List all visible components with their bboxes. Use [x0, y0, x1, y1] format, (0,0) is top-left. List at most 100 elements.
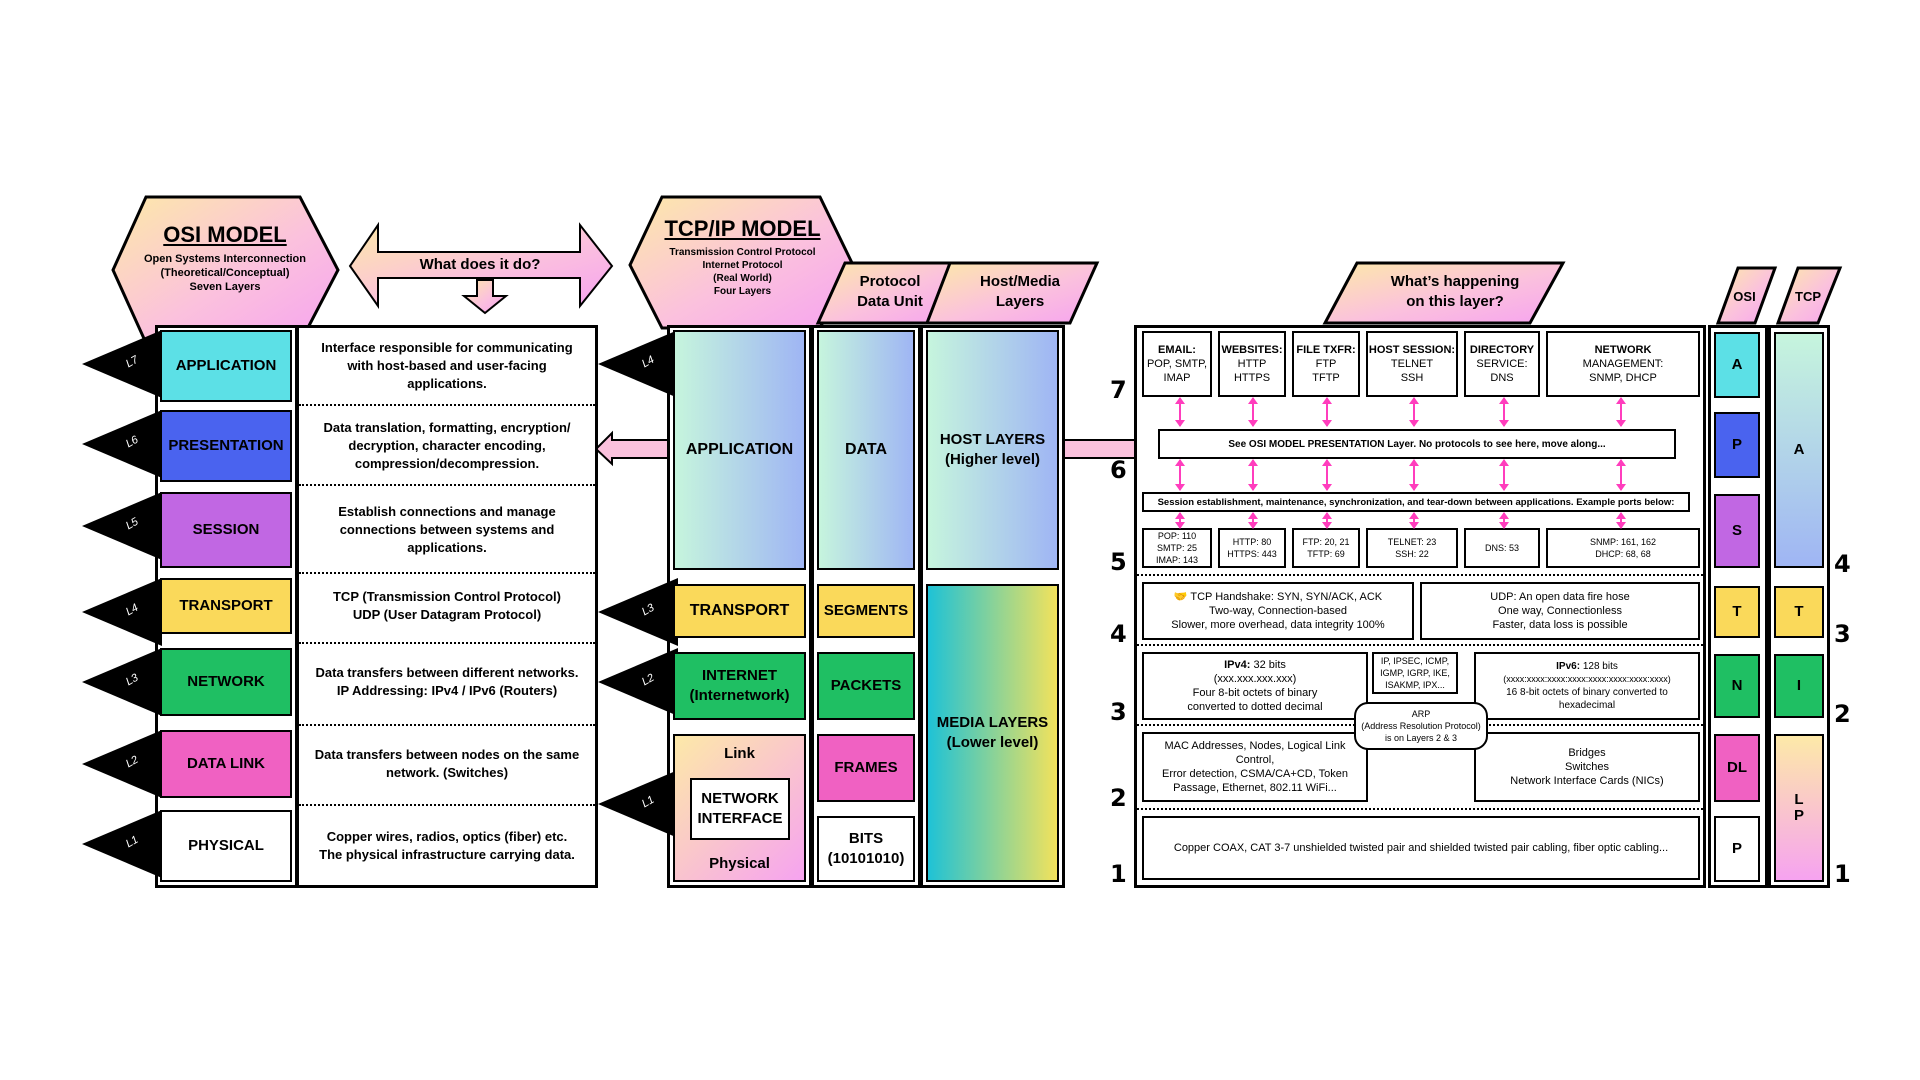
dl-right-line2: Switches: [1564, 761, 1610, 773]
physical-note-box: Copper COAX, CAT 3-7 unshielded twisted …: [1142, 816, 1700, 880]
port-line-3-1: SSH: 22: [1395, 549, 1429, 559]
osi-desc-2: Establish connections and manage connecti…: [300, 492, 594, 568]
layer-number-3: 3: [1110, 698, 1127, 726]
session-note: Session establishment, maintenance, sync…: [1142, 492, 1690, 512]
osi-desc-5-line-1: network. (Switches): [385, 765, 509, 780]
arrow-6b: [1616, 459, 1626, 491]
divider-2-1: [1137, 808, 1703, 810]
host-layers-line2: (Higher level): [944, 451, 1041, 468]
port-line-4-0: DNS: 53: [1484, 543, 1519, 553]
osi-desc-3-line-0: TCP (Transmission Control Protocol): [332, 589, 561, 604]
osi-desc-0-line-1: with host-based and user-facing: [347, 358, 547, 373]
link-top-label: Link: [724, 745, 755, 762]
ipv6-line3: hexadecimal: [1558, 700, 1616, 711]
port-line-5-0: SNMP: 161, 162: [1589, 537, 1657, 547]
divider-4-3: [1137, 644, 1703, 646]
osi-desc-6-line-0: Copper wires, radios, optics (fiber) etc…: [326, 829, 568, 844]
ipv4-line2: Four 8-bit octets of binary: [1192, 687, 1318, 699]
arrow-4c: [1409, 512, 1419, 529]
arp-line1: ARP: [1411, 709, 1431, 719]
osi-layer-presentation: PRESENTATION: [160, 410, 292, 482]
ipv6-box: IPv6: 128 bits (xxxx:xxxx:xxxx:xxxx:xxxx…: [1474, 652, 1700, 720]
osi-abbr-5: DL: [1714, 734, 1760, 802]
osi-desc-3: TCP (Transmission Control Protocol) UDP (…: [300, 578, 594, 634]
osi-desc-2-line-1: connections between systems and: [339, 522, 555, 537]
port-line-3-0: TELNET: 23: [1387, 537, 1437, 547]
net-mid-line1: IP, IPSEC, ICMP,: [1380, 656, 1450, 666]
app-protocol-title-0: EMAIL:: [1158, 344, 1196, 356]
layer-number-5: 5: [1110, 548, 1127, 576]
tcp-transport: TRANSPORT: [673, 584, 806, 638]
datalink-right-box: Bridges Switches Network Interface Cards…: [1474, 732, 1700, 802]
transport-udp-line3: Faster, data loss is possible: [1492, 619, 1628, 631]
app-protocol-line-1-0: HTTP: [1237, 358, 1267, 370]
osi-abbr-4: N: [1714, 654, 1760, 718]
tcp-abbr-application: A: [1774, 332, 1824, 568]
tcp-internet-line1: INTERNET: [702, 667, 777, 684]
osi-divider-5: [299, 804, 595, 806]
dl-left-line1: MAC Addresses, Nodes, Logical Link Contr…: [1164, 740, 1346, 766]
osi-desc-4: Data transfers between different network…: [300, 648, 594, 716]
tcp-sub-4: Four Layers: [713, 286, 772, 297]
tcp-internet: INTERNET (Internetwork): [673, 652, 806, 720]
ni-line2: INTERFACE: [697, 810, 783, 827]
osi-desc-6: Copper wires, radios, optics (fiber) etc…: [300, 810, 594, 882]
ipv4-title: IPv4:: [1224, 659, 1251, 671]
osi-sub-2: (Theoretical/Conceptual): [160, 267, 290, 279]
host-layers: HOST LAYERS (Higher level): [926, 330, 1059, 570]
network-protocols-box: IP, IPSEC, ICMP, IGMP, IGRP, IKE, ISAKMP…: [1372, 652, 1458, 694]
osi-desc-1-line-0: Data translation, formatting, encryption…: [323, 420, 571, 435]
osi-layer-data-link: DATA LINK: [160, 730, 292, 798]
port-box-4: DNS: 53: [1464, 528, 1540, 568]
osi-desc-column: [296, 325, 598, 888]
osi-desc-3-line-1: UDP (User Datagram Protocol): [352, 607, 542, 622]
transport-tcp-line2: Two-way, Connection-based: [1209, 605, 1347, 617]
tcp-number-4: 4: [1834, 550, 1851, 578]
osi-divider-0: [299, 404, 595, 406]
pdu-packets: PACKETS: [817, 652, 915, 720]
tcp-sub-3: (Real World): [713, 273, 772, 284]
osi-abbr-3: T: [1714, 586, 1760, 638]
presentation-note: See OSI MODEL PRESENTATION Layer. No pro…: [1158, 429, 1676, 459]
tcp-abbr-transport: T: [1774, 586, 1824, 638]
osi-divider-3: [299, 642, 595, 644]
port-line-0-1: SMTP: 25: [1156, 543, 1197, 553]
osi-layer-transport: TRANSPORT: [160, 578, 292, 634]
arrow-4b: [1409, 459, 1419, 491]
arrow-5a: [1499, 397, 1509, 427]
happening-header-2: on this layer?: [1406, 293, 1504, 310]
app-protocol-title-5: NETWORK: [1594, 344, 1652, 356]
osi-desc-6-line-1: The physical infrastructure carrying dat…: [319, 847, 575, 862]
osi-title: OSI MODEL: [163, 222, 287, 247]
media-layers-line1: MEDIA LAYERS: [936, 714, 1049, 731]
osi-desc-4-line-1: IP Addressing: IPv4 / IPv6 (Routers): [336, 683, 558, 698]
app-protocol-box-0: EMAIL:POP, SMTP,IMAP: [1142, 331, 1212, 397]
osi-col-header: OSI: [1733, 289, 1756, 304]
network-interface-box: NETWORK INTERFACE: [690, 778, 790, 840]
app-protocol-line-1-1: HTTPS: [1233, 372, 1271, 384]
port-line-5-1: DHCP: 68, 68: [1595, 549, 1651, 559]
divider-5-4: [1137, 574, 1703, 576]
net-mid-line3: ISAKMP, IPX...: [1385, 680, 1445, 690]
pdu-bits-line2: (10101010): [827, 850, 905, 867]
arrow-2c: [1248, 512, 1258, 529]
what-does-it-do: What does it do?: [419, 256, 541, 273]
arrow-5c: [1499, 512, 1509, 529]
osi-desc-4-line-0: Data transfers between different network…: [315, 665, 579, 680]
app-protocol-line-4-0: SERVICE:: [1476, 358, 1528, 370]
arrow-5b: [1499, 459, 1509, 491]
osi-desc-2-line-0: Establish connections and manage: [338, 504, 556, 519]
pdu-header: Protocol Data Unit: [835, 272, 945, 312]
layer-number-6: 6: [1110, 456, 1127, 484]
tcp-abbr-link-p: P: [1793, 807, 1804, 824]
arrow-1c: [1175, 512, 1185, 529]
ipv6-bits: 128 bits: [1580, 661, 1618, 672]
pdu-header-2: Data Unit: [857, 293, 923, 310]
